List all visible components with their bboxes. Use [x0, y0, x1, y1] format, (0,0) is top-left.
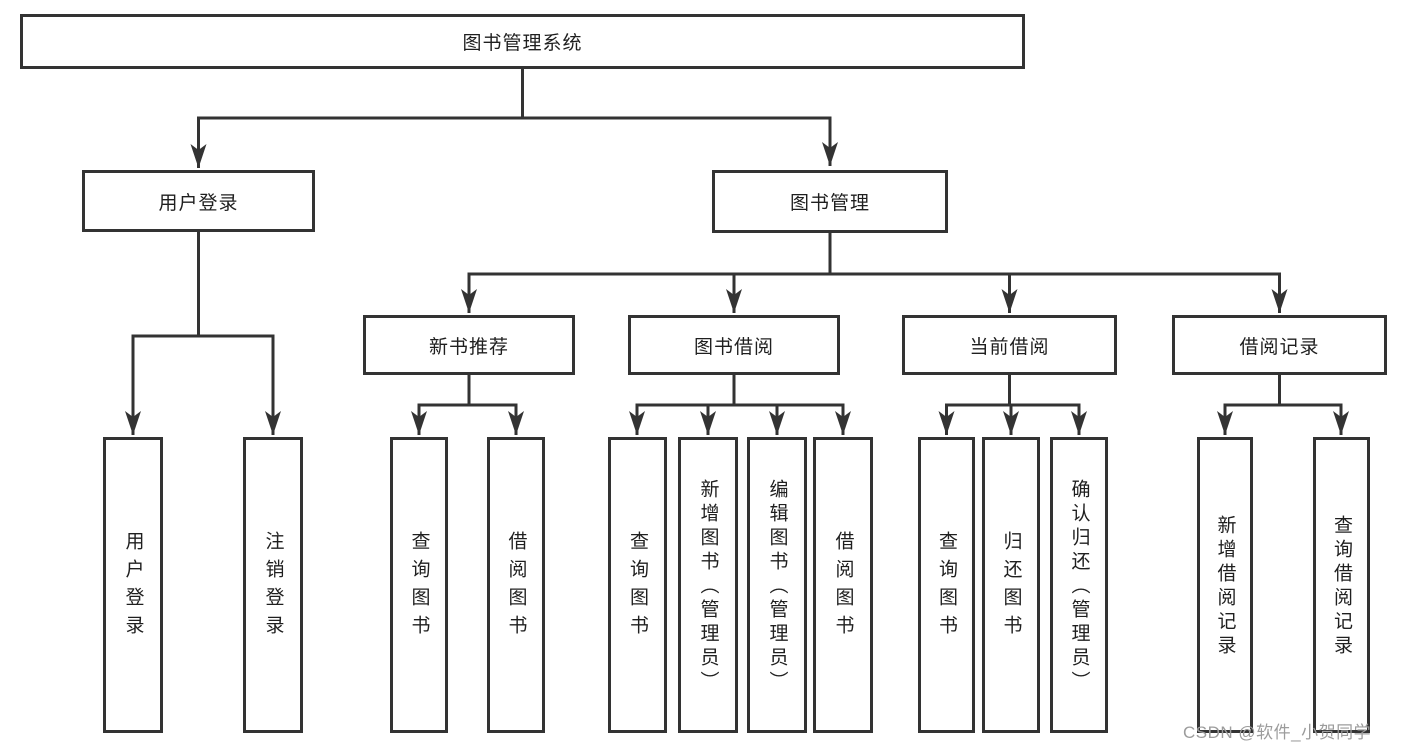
- leaf-query-borrow-record: 查询借阅记录: [1313, 437, 1370, 733]
- csdn-watermark: CSDN @软件_小贺同学: [1183, 723, 1372, 742]
- leaf-edit-books-admin: 编辑图书（管理员）: [747, 437, 807, 733]
- node-current-borrowing: 当前借阅: [902, 315, 1117, 375]
- node-book-borrowing: 图书借阅: [628, 315, 840, 375]
- node-borrowing-records: 借阅记录: [1172, 315, 1387, 375]
- leaf-logout: 注销登录: [243, 437, 303, 733]
- leaf-query-books-recommend: 查询图书: [390, 437, 448, 733]
- leaf-borrow-books: 借阅图书: [813, 437, 873, 733]
- leaf-query-books-borrow: 查询图书: [608, 437, 667, 733]
- leaf-add-books-admin: 新增图书（管理员）: [678, 437, 738, 733]
- node-new-book-recommendation: 新书推荐: [363, 315, 575, 375]
- leaf-add-borrow-record: 新增借阅记录: [1197, 437, 1253, 733]
- node-book-management: 图书管理: [712, 170, 948, 233]
- leaf-return-books: 归还图书: [982, 437, 1040, 733]
- leaf-user-login: 用户登录: [103, 437, 163, 733]
- leaf-query-books-current: 查询图书: [918, 437, 975, 733]
- node-root-system: 图书管理系统: [20, 14, 1025, 69]
- leaf-confirm-return-admin: 确认归还（管理员）: [1050, 437, 1108, 733]
- leaf-borrow-books-recommend: 借阅图书: [487, 437, 545, 733]
- node-user-login: 用户登录: [82, 170, 315, 232]
